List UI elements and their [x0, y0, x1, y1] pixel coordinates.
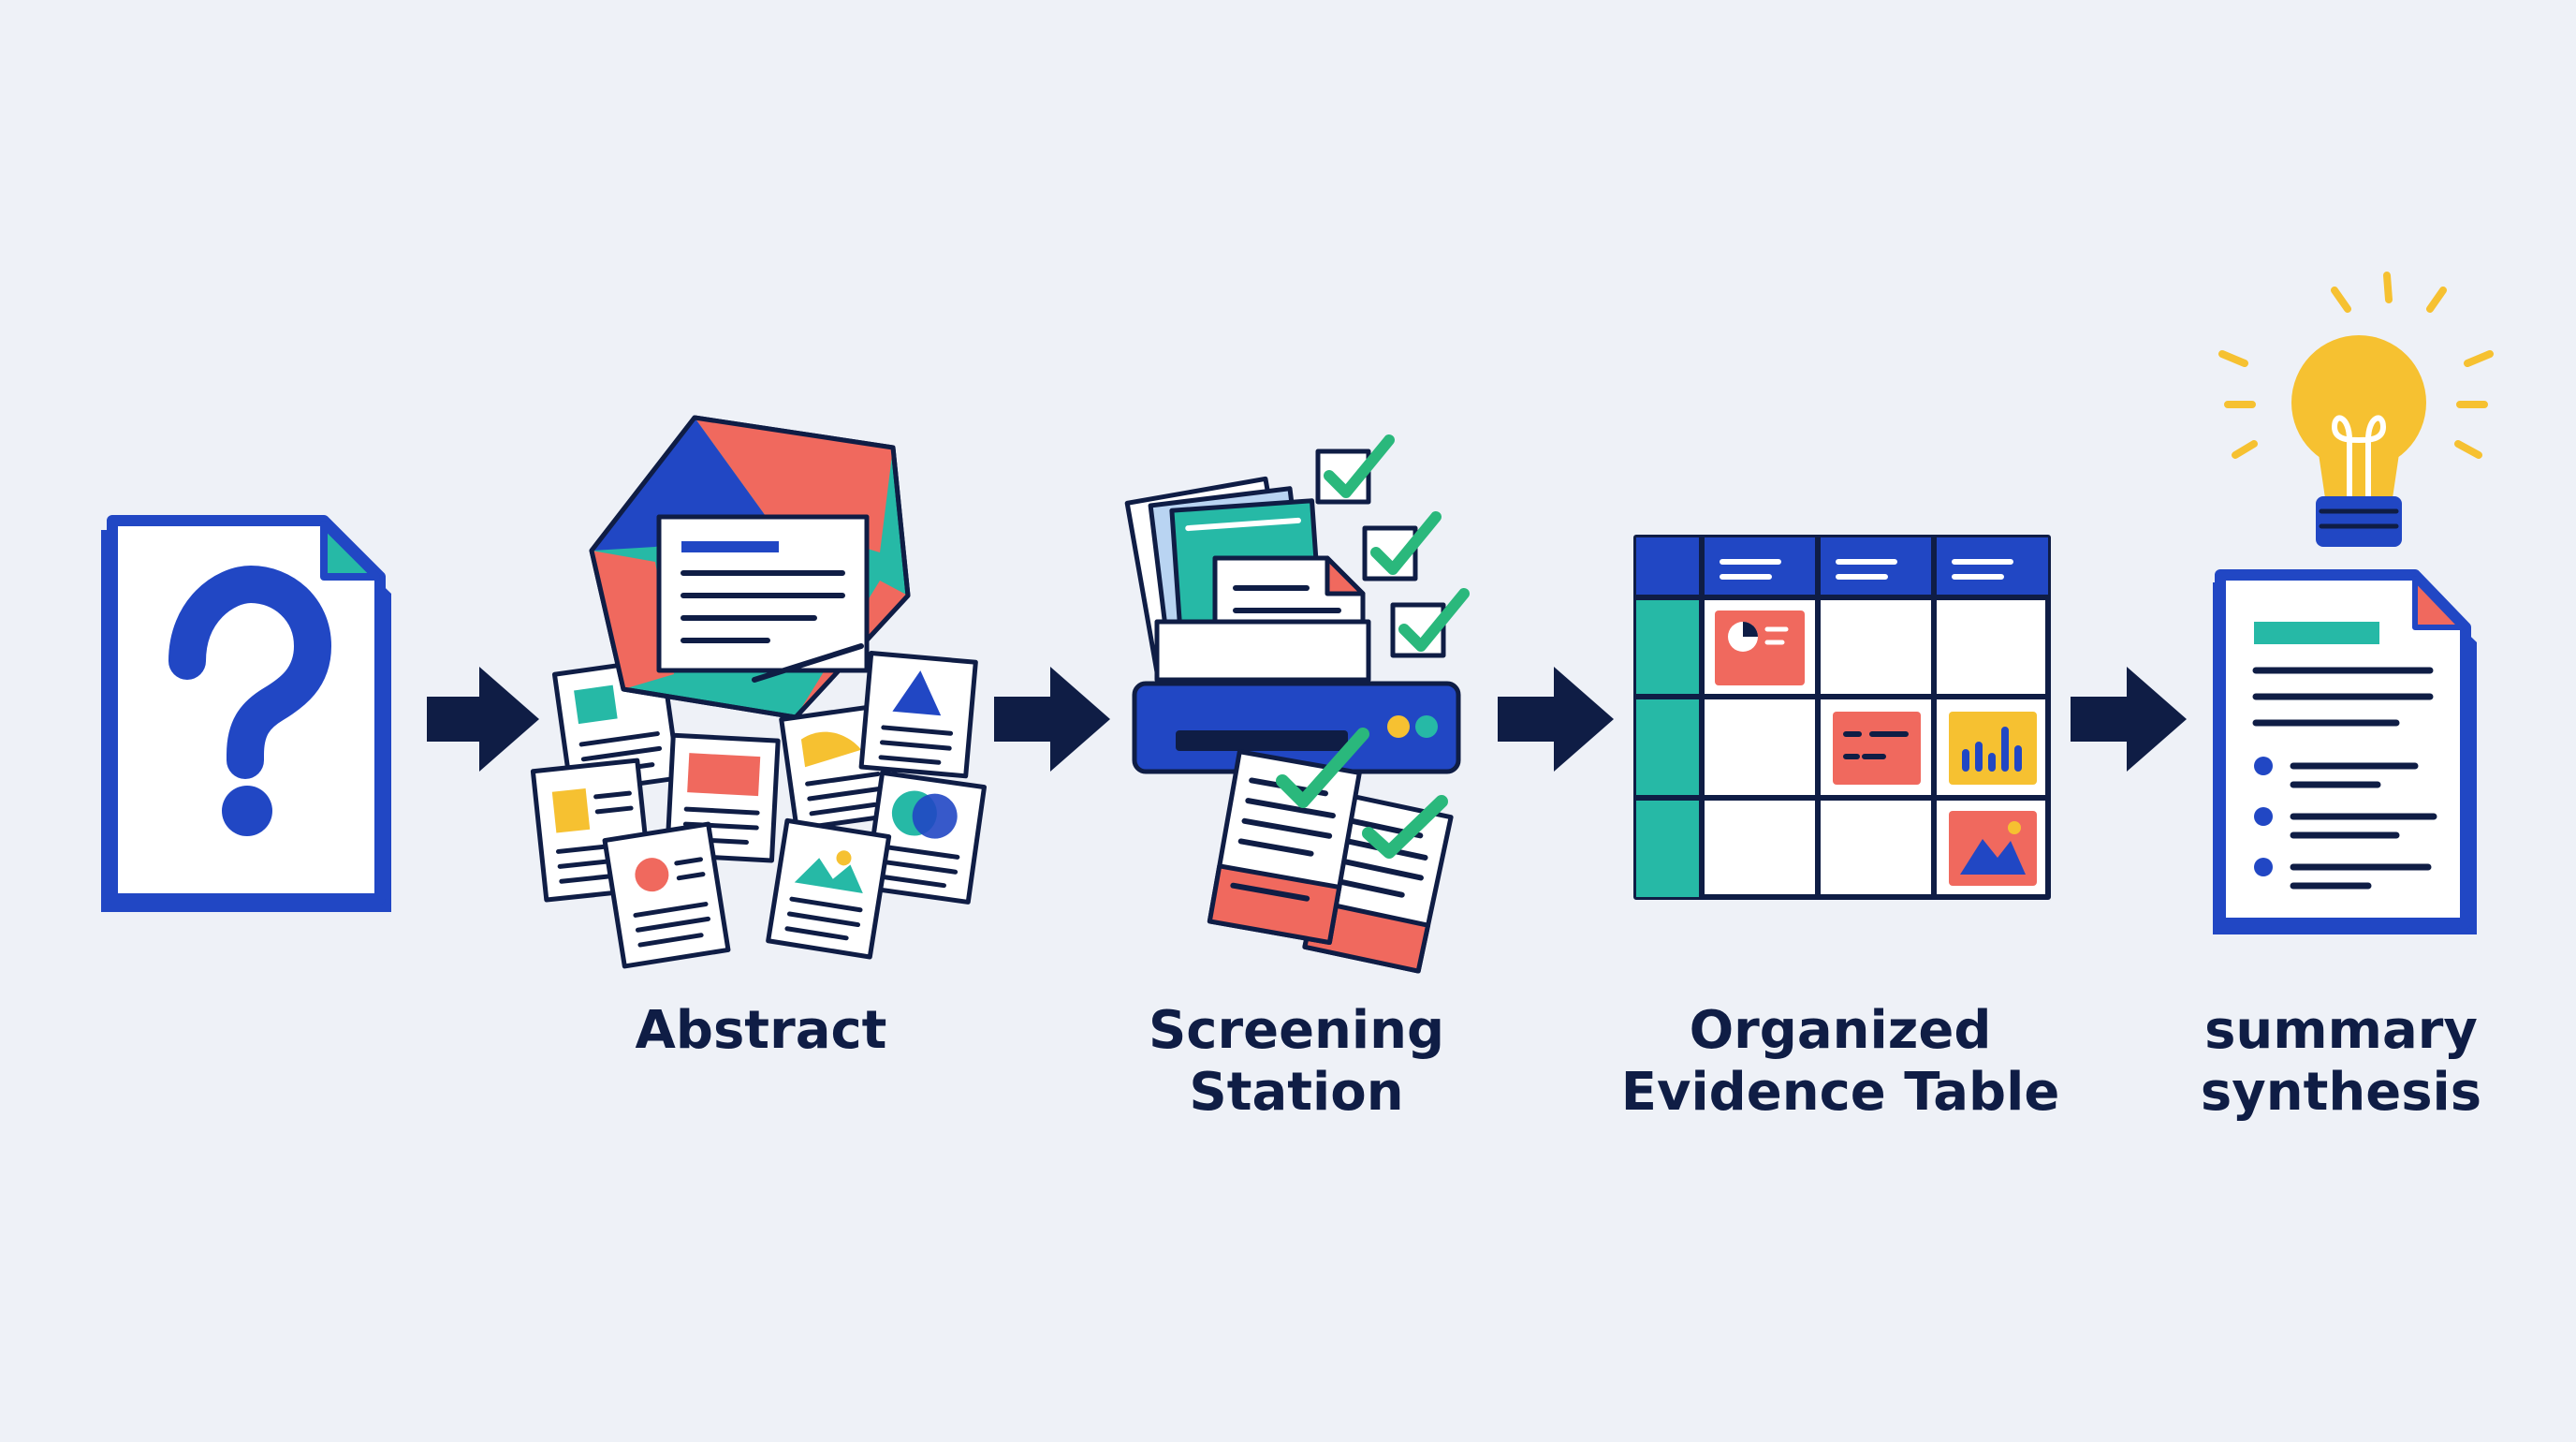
summary-lightbulb-icon: [2213, 272, 2494, 934]
evidence-table-icon: [1633, 535, 2051, 900]
arrow-right-icon: [427, 667, 539, 772]
step-label-abstract: Abstract: [471, 1000, 1051, 1062]
question-document-icon: [101, 515, 391, 912]
step-label-screening: Screening Station: [1006, 1000, 1587, 1124]
screening-station-icon: [1124, 434, 1470, 974]
step-label-summary: summary synthesis: [2051, 1000, 2576, 1124]
step-label-line: summary: [2204, 1000, 2478, 1061]
abstract-papers-icon: [530, 415, 988, 969]
step-label-line: Station: [1189, 1062, 1404, 1123]
step-label-line: Organized: [1689, 1000, 1992, 1061]
arrow-right-icon: [994, 667, 1110, 772]
step-label-line: synthesis: [2200, 1062, 2482, 1123]
step-label-line: Screening: [1148, 1000, 1445, 1061]
step-label-line: Abstract: [635, 1000, 887, 1061]
arrow-right-icon: [2071, 667, 2187, 772]
arrow-right-icon: [1498, 667, 1614, 772]
step-label-line: Evidence Table: [1620, 1062, 2060, 1123]
step-label-table: Organized Evidence Table: [1550, 1000, 2130, 1124]
